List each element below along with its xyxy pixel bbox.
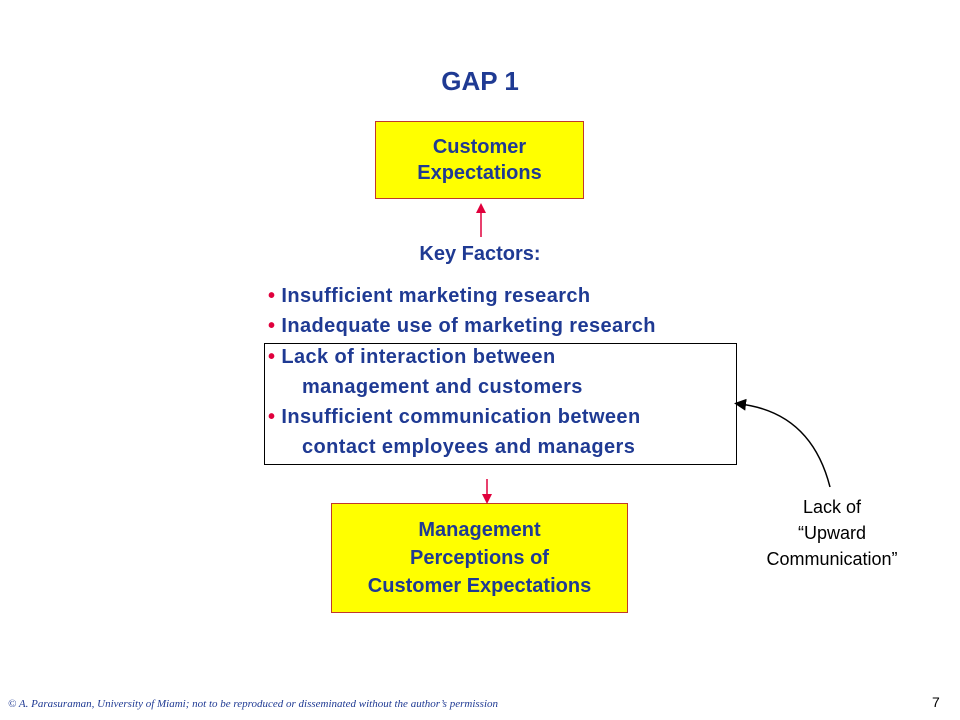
factor-3-text-line2: management and customers (302, 376, 583, 398)
customer-expectations-line2: Expectations (417, 162, 542, 184)
factor-item-4-continued: contact employees and managers (302, 436, 635, 459)
management-perceptions-line3: Customer Expectations (367, 575, 592, 597)
curved-arrow-upward-communication (734, 398, 831, 488)
factor-item-1: • Insufficient marketing research (268, 285, 591, 308)
upward-communication-line2: “Upward (797, 523, 867, 543)
factor-1-text: Insufficient marketing research (281, 285, 591, 307)
factor-item-2: • Inadequate use of marketing research (268, 315, 656, 338)
factor-3-text-line1: Lack of interaction between (281, 346, 556, 368)
factor-item-3-continued: management and customers (302, 376, 583, 399)
management-perceptions-line1: Management (418, 519, 541, 541)
customer-expectations-box: Customer Expectations (375, 121, 584, 199)
page-number: 7 (932, 694, 940, 710)
upward-communication-line1: Lack of (802, 497, 862, 517)
bullet-icon: • (268, 315, 276, 337)
factor-2-text: Inadequate use of marketing research (281, 315, 656, 337)
upward-communication-label: Lack of “Upward Communication” (740, 494, 924, 572)
upward-communication-line3: Communication” (766, 549, 898, 569)
factor-4-text-line2: contact employees and managers (302, 436, 636, 458)
page-title: GAP 1 (441, 66, 519, 96)
management-perceptions-line2: Perceptions of (410, 547, 549, 569)
factor-item-3: • Lack of interaction between (268, 346, 556, 369)
management-perceptions-box: Management Perceptions of Customer Expec… (331, 503, 628, 613)
factor-item-4: • Insufficient communication between (268, 406, 641, 429)
factor-4-text-line1: Insufficient communication between (281, 406, 641, 428)
bullet-icon: • (268, 406, 276, 428)
bullet-icon: • (268, 285, 276, 307)
customer-expectations-line1: Customer (432, 136, 527, 158)
key-factors-heading: Key Factors: (419, 243, 541, 265)
copyright-footer: © A. Parasuraman, University of Miami; n… (8, 698, 498, 710)
bullet-icon: • (268, 346, 276, 368)
